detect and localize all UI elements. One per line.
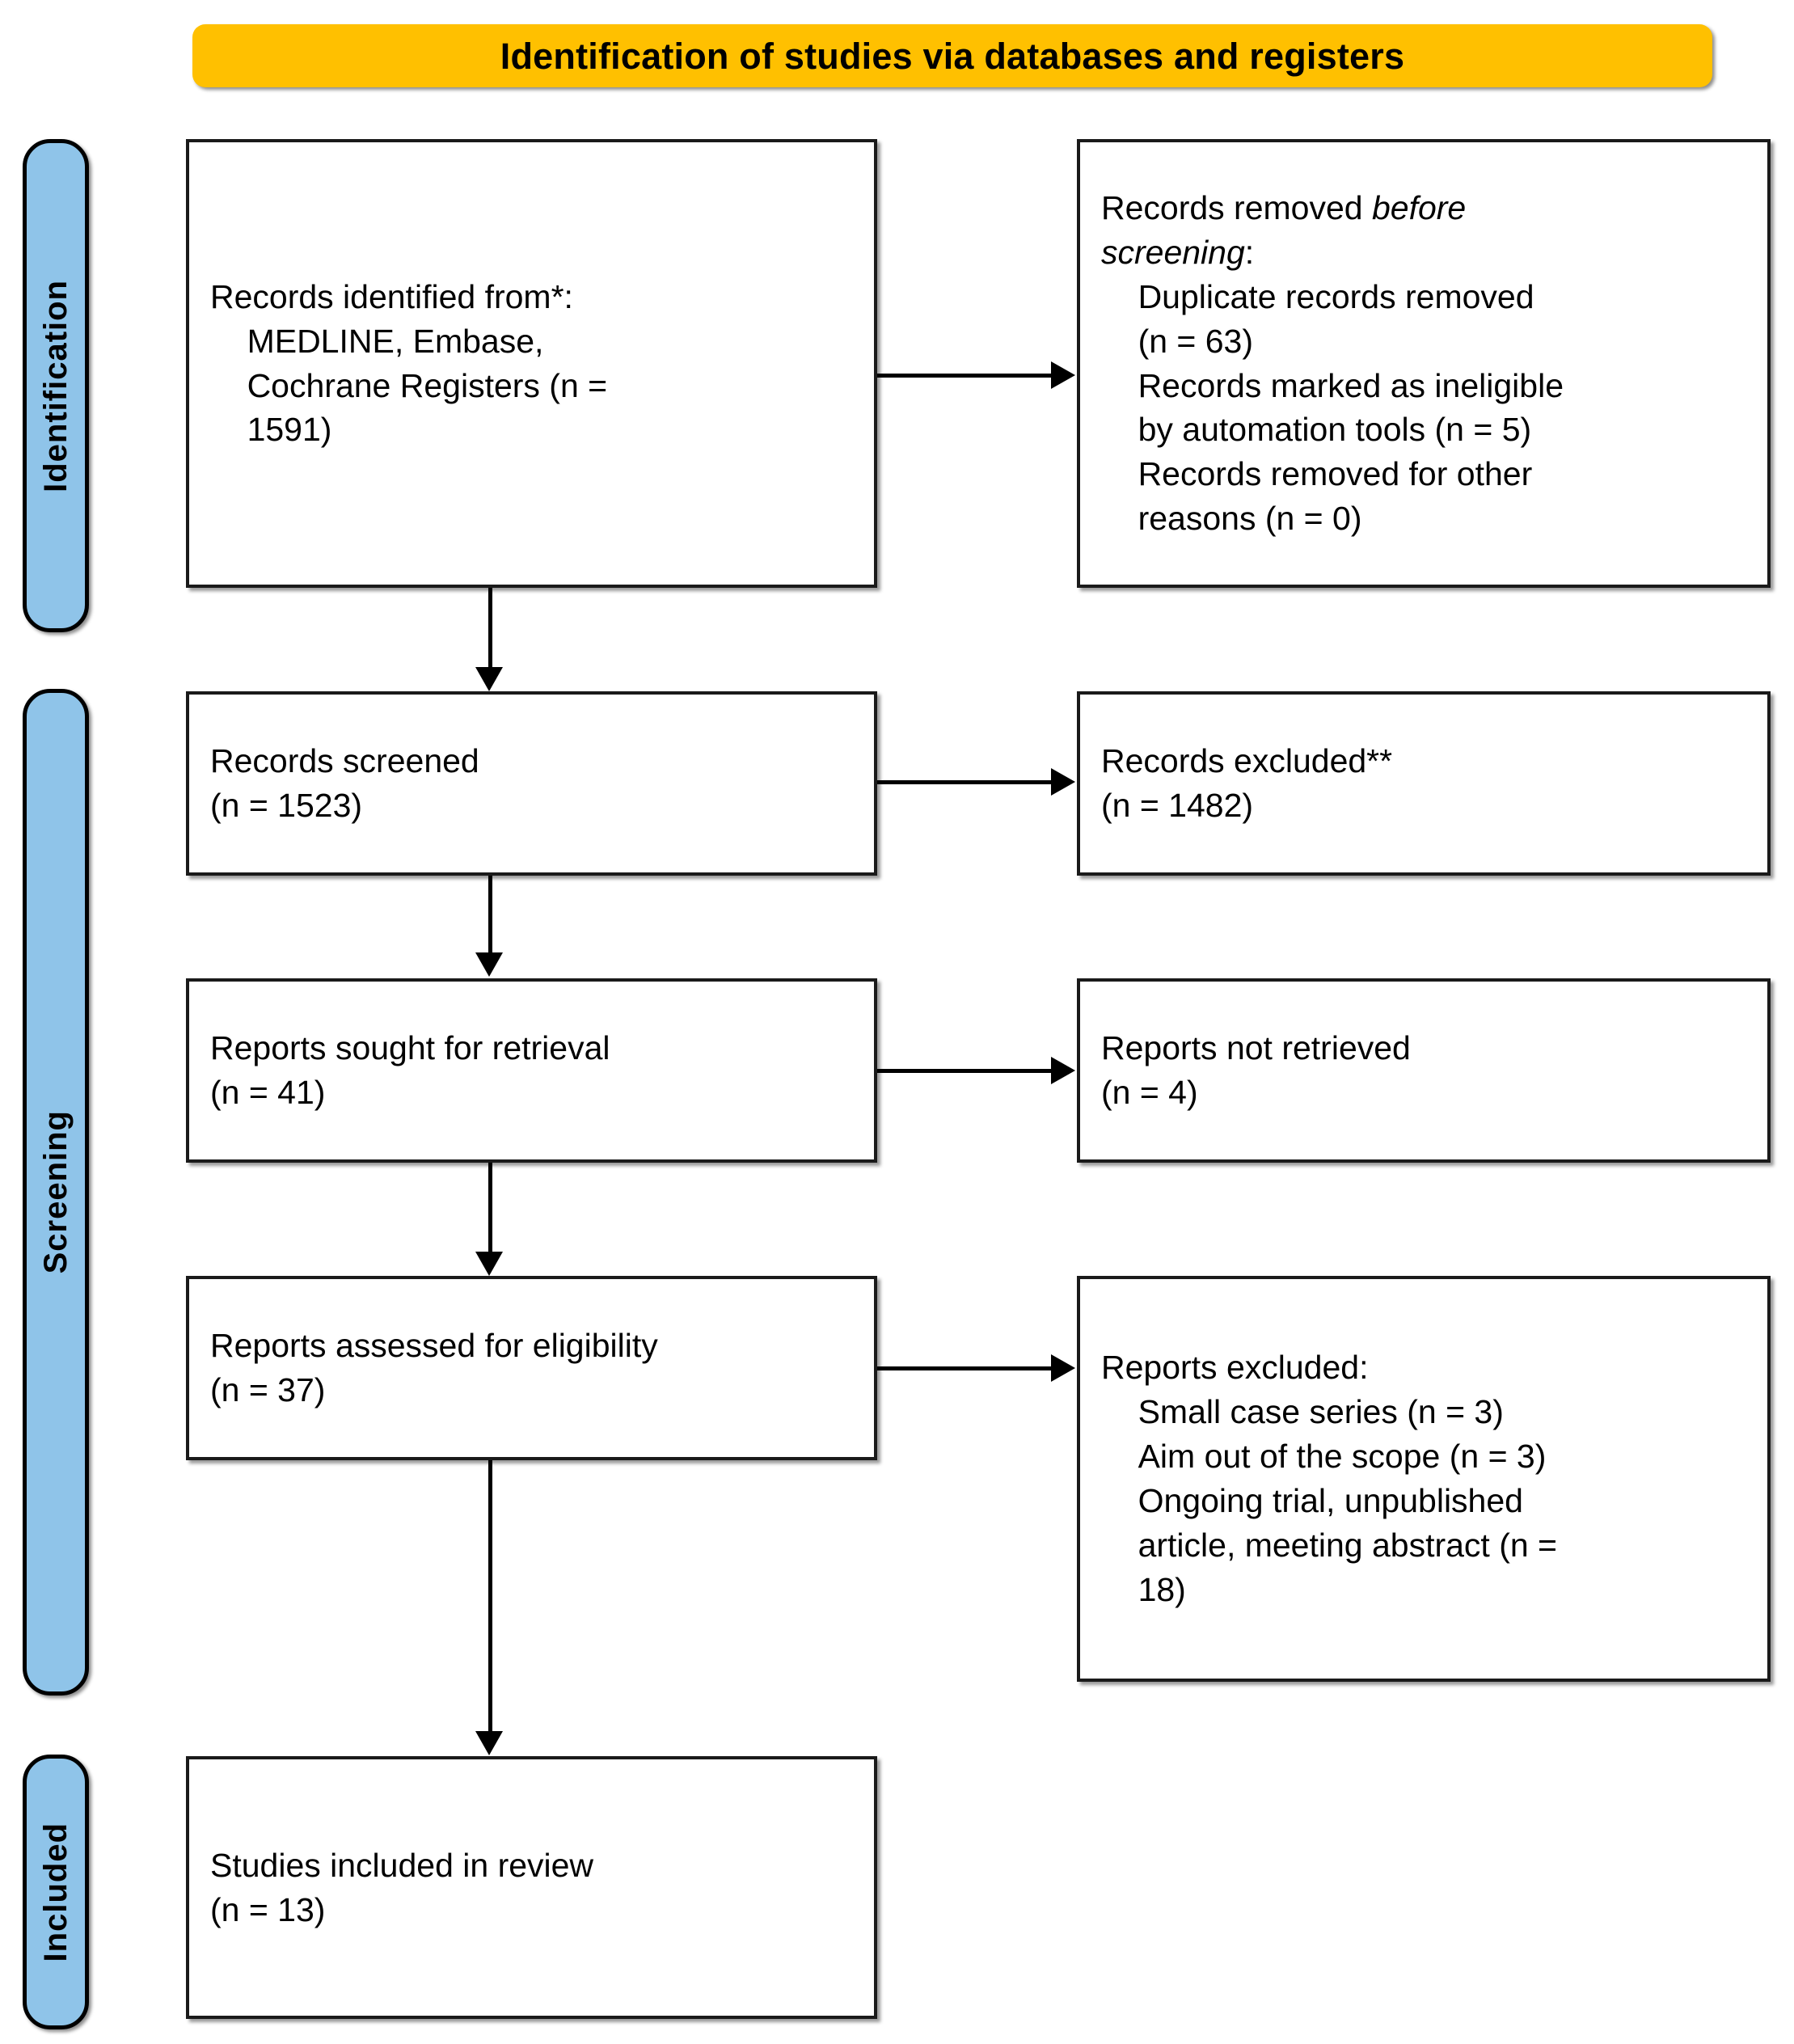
arrowhead-down-screened-to-sought <box>475 952 503 977</box>
connector-assessed-to-included <box>488 1460 492 1731</box>
arrowhead-down-sought-to-assessed <box>475 1252 503 1276</box>
node-records-screened-text: Records screened(n = 1523) <box>210 742 479 824</box>
node-studies-included-text: Studies included in review(n = 13) <box>210 1846 594 1928</box>
stage-rail-identification-label: Identification <box>37 279 74 492</box>
connector-assessed-to-excluded-reports <box>877 1366 1051 1370</box>
stage-rail-identification: Identification <box>23 139 89 632</box>
connector-screened-to-sought <box>488 876 492 952</box>
node-studies-included-in-review: Studies included in review(n = 13) <box>186 1756 877 2019</box>
node-reports-sought-for-retrieval: Reports sought for retrieval(n = 41) <box>186 978 877 1163</box>
connector-sought-to-not-retrieved <box>877 1069 1051 1073</box>
connector-identified-to-screened <box>488 588 492 669</box>
node-reports-sought-text: Reports sought for retrieval(n = 41) <box>210 1029 610 1111</box>
connector-sought-to-assessed <box>488 1163 492 1252</box>
node-reports-assessed-text: Reports assessed for eligibility(n = 37) <box>210 1327 658 1408</box>
arrowhead-right-screened-to-excluded <box>1051 768 1075 796</box>
stage-rail-included: Included <box>23 1755 89 2029</box>
node-reports-not-retrieved-text: Reports not retrieved(n = 4) <box>1101 1029 1411 1111</box>
node-records-identified: Records identified from*: MEDLINE, Embas… <box>186 139 877 588</box>
arrowhead-right-sought-to-not-retrieved <box>1051 1057 1075 1084</box>
node-reports-excluded: Reports excluded: Small case series (n =… <box>1077 1276 1771 1682</box>
node-records-identified-text: Records identified from*: MEDLINE, Embas… <box>210 277 608 449</box>
connector-identified-to-removed <box>877 374 1051 378</box>
arrowhead-right-identified-to-removed <box>1051 361 1075 389</box>
node-reports-excluded-text: Reports excluded: Small case series (n =… <box>1101 1349 1558 1608</box>
arrowhead-down-assessed-to-included <box>475 1731 503 1755</box>
diagram-header-banner: Identification of studies via databases … <box>192 24 1712 87</box>
connector-screened-to-excluded <box>877 780 1051 784</box>
node-records-screened: Records screened(n = 1523) <box>186 691 877 876</box>
page-title: Identification of studies via databases … <box>500 35 1405 77</box>
arrowhead-down-identified-to-screened <box>475 667 503 691</box>
node-records-excluded: Records excluded**(n = 1482) <box>1077 691 1771 876</box>
stage-rail-screening-label: Screening <box>37 1110 74 1274</box>
node-reports-not-retrieved: Reports not retrieved(n = 4) <box>1077 978 1771 1163</box>
stage-rail-included-label: Included <box>37 1822 74 1962</box>
node-records-excluded-text: Records excluded**(n = 1482) <box>1101 742 1393 824</box>
arrowhead-right-assessed-to-excluded-reports <box>1051 1354 1075 1382</box>
node-reports-assessed-for-eligibility: Reports assessed for eligibility(n = 37) <box>186 1276 877 1460</box>
stage-rail-screening: Screening <box>23 689 89 1696</box>
